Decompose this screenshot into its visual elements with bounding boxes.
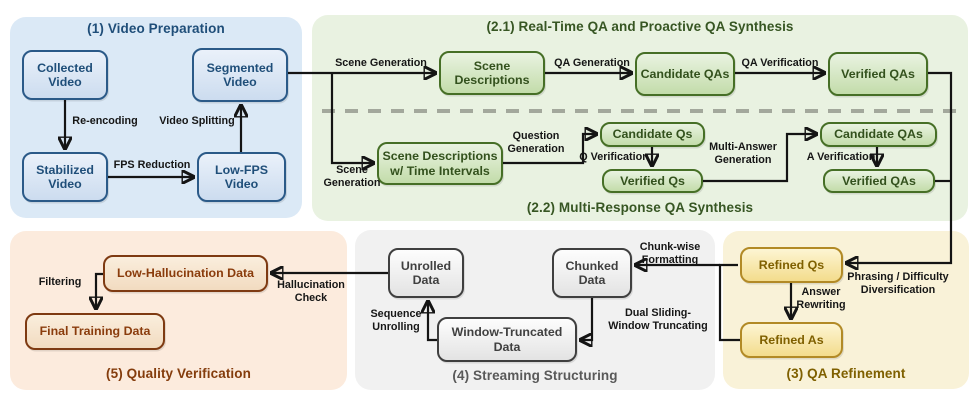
node-candidate-qs: Candidate Qs — [600, 122, 705, 147]
section-divider-dashed-line — [322, 109, 958, 113]
node-scene-descriptions: Scene Descriptions — [439, 51, 545, 95]
edge-label-chunk-wise-formatting: Chunk-wise Formatting — [639, 241, 701, 266]
edge-label-question-generation: Question Generation — [507, 130, 565, 155]
section-title-quality-verification: (5) Quality Verification — [106, 366, 251, 381]
node-window-truncated-data: Window-Truncated Data — [437, 317, 577, 362]
edge-label-qa-generation: QA Generation — [554, 57, 630, 69]
node-final-training-data: Final Training Data — [25, 313, 165, 350]
node-chunked-data: Chunked Data — [552, 248, 632, 298]
node-unrolled-data: Unrolled Data — [388, 248, 464, 298]
edge-label-a-verification: A Verification — [806, 151, 876, 163]
edge-label-re-encoding: Re-encoding — [72, 115, 138, 127]
section-title-qa-refinement: (3) QA Refinement — [786, 366, 906, 381]
edge-label-sequence-unrolling: Sequence Unrolling — [370, 308, 422, 333]
node-verified-qas-mr: Verified QAs — [823, 169, 935, 193]
node-collected-video: Collected Video — [22, 50, 108, 100]
node-refined-qs: Refined Qs — [740, 247, 843, 283]
node-stabilized-video: Stabilized Video — [22, 152, 108, 202]
node-verified-qas-rt: Verified QAs — [828, 52, 928, 96]
node-candidate-qas-mr: Candidate QAs — [820, 122, 937, 147]
edge-label-answer-rewriting: Answer Rewriting — [796, 286, 846, 311]
edge-label-multi-answer-generation: Multi-Answer Generation — [709, 141, 777, 166]
edge-label-fps-reduction: FPS Reduction — [113, 159, 191, 171]
edge-label-filtering: Filtering — [38, 276, 82, 288]
edge-label-scene-generation-mr: Scene Generation — [323, 164, 381, 189]
section-title-streaming-structuring: (4) Streaming Structuring — [452, 368, 618, 383]
edge-label-hallucination-check: Hallucination Check — [277, 279, 345, 304]
section-title-multi-response-qa: (2.2) Multi-Response QA Synthesis — [526, 200, 754, 215]
node-refined-as: Refined As — [740, 322, 843, 358]
edge-label-scene-generation-rt: Scene Generation — [335, 57, 427, 69]
node-low-hallucination-data: Low-Hallucination Data — [103, 255, 268, 292]
node-segmented-video: Segmented Video — [192, 48, 288, 102]
edge-label-dual-sliding-window: Dual Sliding-Window Truncating — [608, 307, 708, 332]
edge-label-video-splitting: Video Splitting — [159, 115, 235, 127]
node-candidate-qas-rt: Candidate QAs — [635, 52, 735, 96]
edge-label-qa-verification: QA Verification — [741, 57, 819, 69]
section-title-video-preparation: (1) Video Preparation — [87, 21, 225, 36]
section-title-realtime-qa: (2.1) Real-Time QA and Proactive QA Synt… — [486, 19, 794, 34]
edge-label-phrasing-difficulty: Phrasing / Difficulty Diversification — [847, 271, 949, 296]
node-verified-qs: Verified Qs — [602, 169, 703, 193]
edge-label-q-verification: Q Verification — [579, 151, 649, 163]
node-low-fps-video: Low-FPS Video — [197, 152, 286, 202]
node-scene-descriptions-time-intervals: Scene Descriptions w/ Time Intervals — [377, 142, 503, 185]
